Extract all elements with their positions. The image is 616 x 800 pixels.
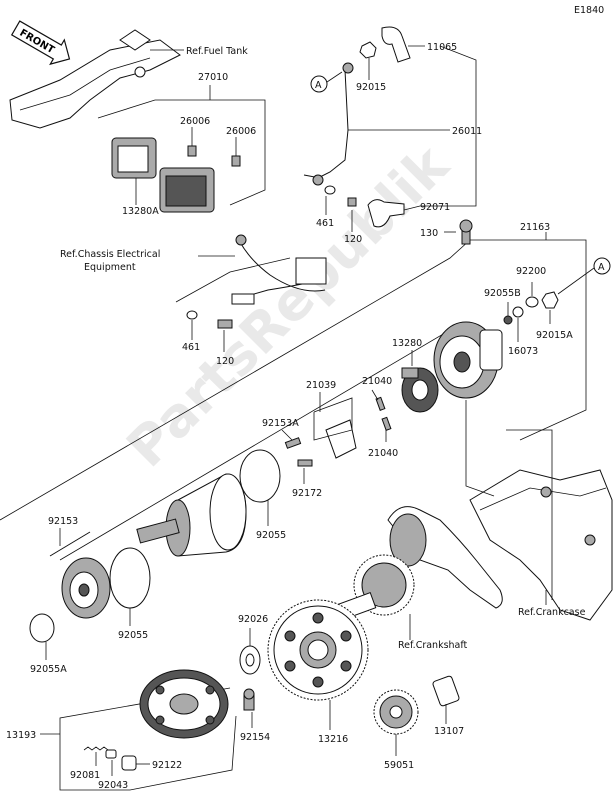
pin-13107 [432,675,460,707]
label-21039: 21039 [306,380,336,391]
label-92081: 92081 [70,770,100,781]
label-92043: 92043 [98,780,128,791]
label-92055b: 92055B [484,288,521,299]
starter-relay [111,137,215,213]
idler-gear-59051 [373,689,419,735]
starter-clutch [139,669,229,739]
label-92015a: 92015A [536,330,573,341]
label-13193: 13193 [6,730,36,741]
washer-92200 [525,296,539,308]
nut-92015a [541,291,559,309]
spring-92081 [83,746,109,751]
label-120-top: 120 [344,234,362,245]
o-ring-92055a [29,613,55,643]
label-92200: 92200 [516,266,546,277]
starter-end-cover [433,321,503,399]
label-92071: 92071 [420,202,450,213]
fuse-26006-b [231,155,241,167]
terminal-cap-92071 [367,199,405,228]
terminal-cap-11065 [381,26,411,63]
label-11065: 11065 [427,42,457,53]
label-461-top: 461 [316,218,334,229]
label-92026: 92026 [238,614,268,625]
callout-a-right-label: A [598,262,605,273]
ref-chassis-line2: Equipment [84,262,136,273]
callout-a-right [593,257,611,275]
ref-fuel-tank: Ref.Fuel Tank [186,46,248,57]
o-ring-92055-top [239,449,281,503]
ref-crankshaft: Ref.Crankshaft [398,640,468,651]
label-92172: 92172 [292,488,322,499]
label-130: 130 [420,228,438,239]
starter-front-cover [61,557,111,619]
ref-crankcase: Ref.Crankcase [518,607,586,618]
pin-92043 [105,749,117,759]
callout-a-top [310,75,328,93]
label-92055a: 92055A [30,664,67,675]
label-27010: 27010 [198,72,228,83]
label-59051: 59051 [384,760,414,771]
fuse-26006-a [187,145,197,157]
label-16073: 16073 [508,346,538,357]
crankcase [469,469,613,621]
label-92122: 92122 [152,760,182,771]
o-ring-92055-low [109,547,151,609]
fuel-tank-bracket [9,29,181,129]
label-13280a: 13280A [122,206,159,217]
label-92153: 92153 [48,516,78,527]
label-21040-a: 21040 [362,376,392,387]
roller-92122 [121,755,137,771]
label-120-low: 120 [216,356,234,367]
crankshaft [337,506,503,620]
label-92153a: 92153A [262,418,299,429]
starter-motor-body [136,473,247,557]
label-21163: 21163 [520,222,550,233]
label-92055-low: 92055 [118,630,148,641]
label-92015: 92015 [356,82,386,93]
long-bolt-92153 [49,531,91,557]
label-26006-b: 26006 [226,126,256,137]
label-13280: 13280 [392,338,422,349]
label-21040-b: 21040 [368,448,398,459]
label-13107: 13107 [434,726,464,737]
label-92154: 92154 [240,732,270,743]
ref-chassis-line1: Ref.Chassis Electrical [60,249,160,260]
label-26011: 26011 [452,126,482,137]
label-92055-top: 92055 [256,530,286,541]
brush-holder [401,367,439,413]
label-26006-a: 26006 [180,116,210,127]
callout-a-top-label: A [315,80,322,91]
nut-92015 [359,41,377,59]
diagram-code: E1840 [574,5,604,16]
starter-gear-13216 [267,599,369,701]
front-arrow-icon: FRONT [10,20,71,66]
label-461-low: 461 [182,342,200,353]
label-13216: 13216 [318,734,348,745]
